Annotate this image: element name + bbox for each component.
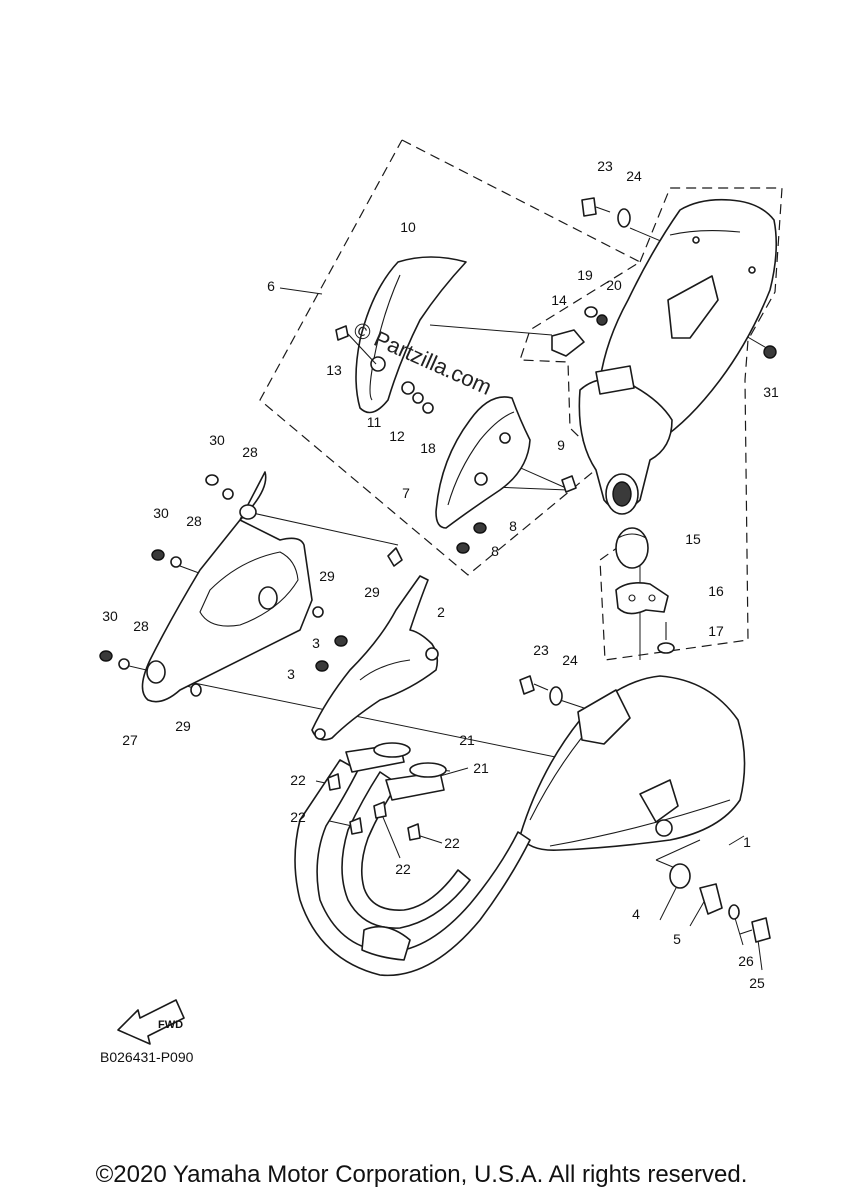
- callout-30: 30: [209, 432, 225, 448]
- callout-28: 28: [133, 618, 149, 634]
- inner-cover: [355, 256, 467, 414]
- callout-29: 29: [364, 584, 380, 600]
- callout-23: 23: [597, 158, 613, 174]
- copyright-notice: ©2020 Yamaha Motor Corporation, U.S.A. A…: [95, 1161, 748, 1188]
- callout-6: 6: [267, 278, 275, 294]
- bracket: [311, 575, 439, 741]
- muffler: [519, 675, 746, 852]
- callout-20: 20: [606, 277, 622, 293]
- clamp: [615, 582, 669, 615]
- callout-21: 21: [473, 760, 489, 776]
- callout-29: 29: [319, 568, 335, 584]
- callout-30: 30: [153, 505, 169, 521]
- damper: [615, 527, 649, 569]
- callout-24: 24: [562, 652, 578, 668]
- hardware: [99, 197, 777, 943]
- callout-28: 28: [242, 444, 258, 460]
- callout-2: 2: [437, 604, 445, 620]
- callout-11: 11: [367, 414, 382, 430]
- callout-9: 9: [557, 437, 565, 453]
- muffler-protector: [598, 198, 778, 445]
- callout-19: 19: [577, 267, 593, 283]
- callout-30: 30: [102, 608, 118, 624]
- callout-12: 12: [389, 428, 405, 444]
- callout-22: 22: [395, 861, 411, 877]
- callout-5: 5: [673, 931, 681, 947]
- tail-pipe-section: [578, 365, 673, 515]
- callout-25: 25: [749, 975, 765, 991]
- callout-22: 22: [444, 835, 460, 851]
- callout-3: 3: [312, 635, 320, 651]
- callout-22: 22: [290, 772, 306, 788]
- callout-22: 22: [290, 809, 306, 825]
- callout-27: 27: [122, 732, 138, 748]
- callout-16: 16: [708, 583, 724, 599]
- outer-cover: [435, 396, 531, 529]
- diagram-code: B026431-P090: [100, 1049, 194, 1065]
- assembly-boundaries: [259, 139, 783, 661]
- callout-4: 4: [632, 906, 640, 922]
- callout-7: 7: [402, 485, 410, 501]
- callout-31: 31: [763, 384, 779, 400]
- callout-23: 23: [533, 642, 549, 658]
- callout-29: 29: [175, 718, 191, 734]
- callouts: 1 2 3 3 4 5 6 7 8 8 9 10 11 12 13 14 15 …: [102, 158, 779, 991]
- callout-8: 8: [491, 543, 499, 559]
- callout-13: 13: [326, 362, 342, 378]
- callout-28: 28: [186, 513, 202, 529]
- callout-26: 26: [738, 953, 754, 969]
- callout-21: 21: [459, 732, 475, 748]
- callout-17: 17: [708, 623, 724, 639]
- muffler-protector-boundary: [599, 187, 783, 661]
- callout-14: 14: [551, 292, 567, 308]
- side-plate: [141, 471, 313, 703]
- callout-8: 8: [509, 518, 517, 534]
- callout-18: 18: [420, 440, 436, 456]
- cover-assembly-boundary: [259, 139, 642, 576]
- callout-15: 15: [685, 531, 701, 547]
- callout-10: 10: [400, 219, 416, 235]
- bolt-17: [657, 622, 675, 654]
- callout-3: 3: [287, 666, 295, 682]
- fwd-label: FWD: [158, 1019, 183, 1031]
- forward-arrow-icon: FWD: [117, 999, 185, 1045]
- callout-1: 1: [743, 834, 751, 850]
- callout-24: 24: [626, 168, 642, 184]
- gaskets: [373, 742, 447, 778]
